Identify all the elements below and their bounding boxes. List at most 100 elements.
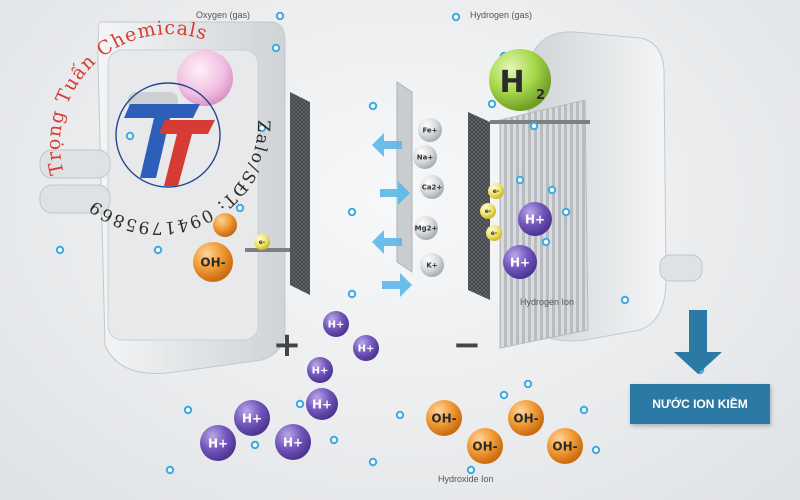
free-h-ion-1-sphere [353,335,379,361]
free-h-ion-3-text: H+ [312,397,332,411]
free-oh-ion-3: OH- [547,428,583,464]
anode-oh-ion: OH- [193,242,233,282]
water-bubble-26 [499,390,509,400]
free-oh-ion-0-sphere [426,400,462,436]
cathode-electron-2: e- [486,225,502,241]
water-bubble-1 [451,12,461,22]
water-bubble-3 [125,131,135,141]
free-h-ion-5-sphere [275,424,311,460]
free-h-ion-5: H+ [275,424,311,460]
plus-sign: + [273,325,302,365]
water-bubble-7 [347,207,357,217]
cathode-electron-0-sphere [488,183,504,199]
watermark-t1 [124,104,200,178]
minus-sign: − [453,325,482,365]
alkaline-water-output-label: NƯỚC ION KIỀM [630,384,770,424]
cathode-h-ion-0: H+ [518,202,552,236]
h2-sphere [489,49,551,111]
free-h-ion-2-sphere [307,357,333,383]
cathode-h-ion-0-text: H+ [525,212,545,226]
cathode-electron-0-text: e- [493,188,500,195]
free-h-ion-1: H+ [353,335,379,361]
water-bubble-5 [235,203,245,213]
free-oh-ion-2-text: OH- [472,439,497,453]
water-bubble-18 [295,399,305,409]
free-h-ion-1-text: H+ [358,344,375,355]
water-bubble-30 [620,295,630,305]
cathode-housing [490,31,703,349]
hydrogen-gas-label: Hydrogen (gas) [470,10,533,20]
water-bubble-4 [257,123,267,133]
water-bubble-20 [250,440,260,450]
anode-oh-ion-sphere [193,242,233,282]
flow-arrow-3 [382,273,412,297]
mineral-ion-4-sphere [420,253,444,277]
free-oh-ion-3-text: OH- [552,439,577,453]
free-h-ion-2-text: H+ [312,366,329,377]
free-oh-ion-2: OH- [467,428,503,464]
free-h-ion-4-text: H+ [242,411,262,425]
mineral-ion-2: Ca2+ [420,175,444,199]
water-bubble-32 [55,245,65,255]
free-h-ion-4-sphere [234,400,270,436]
free-oh-ion-1-sphere [508,400,544,436]
water-bubble-21 [368,457,378,467]
water-bubble-8 [368,101,378,111]
h2-symbol: H [499,65,524,100]
water-bubble-11 [529,121,539,131]
water-bubble-17 [347,289,357,299]
free-oh-ion-1: OH- [508,400,544,436]
mineral-ion-2-text: Ca2+ [422,184,443,192]
free-h-ion-6: H+ [200,425,236,461]
cathode-electron-1-sphere [480,203,496,219]
free-oh-ion-0-text: OH- [431,411,456,425]
mineral-ion-0-sphere [418,118,442,142]
free-h-ion-4: H+ [234,400,270,436]
anode-electron-sphere [254,234,270,250]
flow-arrow-0 [372,133,402,157]
mineral-ion-4: K+ [420,253,444,277]
cathode-mesh [468,112,490,300]
free-oh-ion-2-sphere [467,428,503,464]
free-h-ion-3: H+ [306,388,338,420]
free-h-ion-2: H+ [307,357,333,383]
anode-electron: e- [254,234,270,250]
anode-oh-ion-text: OH- [200,255,225,269]
water-bubble-2 [271,43,281,53]
free-h-ion-0-text: H+ [328,320,345,331]
mineral-ion-0-text: Fe+ [422,127,437,135]
mineral-ion-1: Na+ [413,145,437,169]
free-h-ion-6-sphere [200,425,236,461]
water-bubble-10 [487,99,497,109]
water-bubble-14 [541,237,551,247]
output-arrow [674,310,722,374]
mineral-ion-0: Fe+ [418,118,442,142]
anode-electron-text: e- [259,239,266,246]
water-bubble-29 [591,445,601,455]
water-bubble-24 [523,379,533,389]
water-bubble-12 [515,175,525,185]
water-bubble-6 [153,245,163,255]
hydrogen-ion-label: Hydrogen Ion [520,297,575,307]
hydroxide-ion-label: Hydroxide Ion [438,474,494,484]
mineral-ion-2-sphere [420,175,444,199]
water-bubble-27 [395,410,405,420]
water-bubble-28 [466,465,476,475]
free-oh-ion-3-sphere [547,428,583,464]
mineral-ion-3: Mg2+ [414,216,438,240]
water-bubble-22 [165,465,175,475]
water-bubble-13 [547,185,557,195]
watermark-ring [115,82,221,188]
free-oh-ion-0: OH- [426,400,462,436]
mineral-ion-3-sphere [414,216,438,240]
membrane [396,81,413,273]
mineral-ion-4-text: K+ [426,262,437,270]
water-bubble-16 [561,207,571,217]
anode-mesh [290,92,310,295]
mineral-ion-3-text: Mg2+ [415,225,438,233]
free-oh-ion-1-text: OH- [513,411,538,425]
cathode-h-ion-0-sphere [518,202,552,236]
flow-arrow-2 [372,230,402,254]
